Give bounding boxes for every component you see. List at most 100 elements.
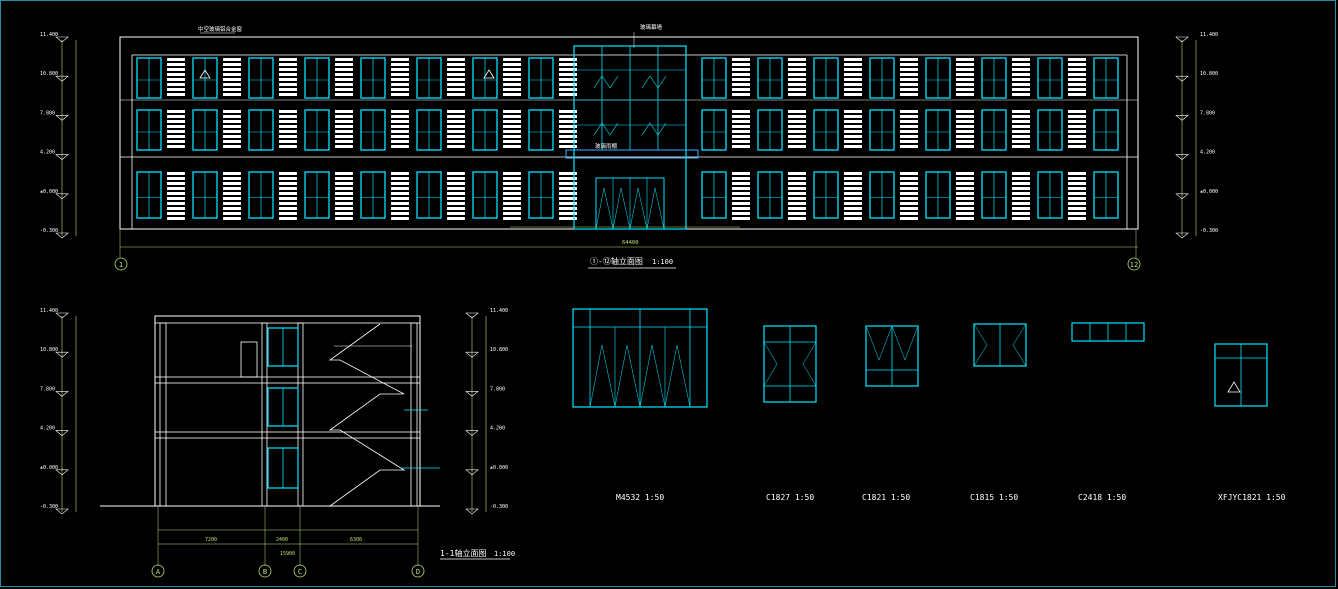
facade-louver — [223, 202, 241, 205]
level-triangle-icon — [465, 508, 479, 515]
level-triangle-icon — [1175, 115, 1189, 121]
facade-louver — [956, 140, 974, 143]
facade-louver — [844, 78, 862, 81]
facade-louver — [788, 177, 806, 180]
facade-louver — [900, 83, 918, 86]
level-triangle-icon — [55, 154, 69, 160]
facade-louver — [1068, 68, 1086, 71]
facade-louver — [279, 63, 297, 66]
facade-louver — [788, 83, 806, 86]
facade-louver — [223, 83, 241, 86]
facade-louver — [335, 88, 353, 91]
curtain-opening-mark — [641, 75, 667, 89]
roof-slab — [154, 315, 421, 324]
facade-louver — [279, 58, 297, 61]
section-dim-2: 2400 — [276, 537, 288, 543]
facade-louver — [1012, 207, 1030, 210]
facade-louver — [503, 73, 521, 76]
facade-louver — [788, 58, 806, 61]
facade-louver — [788, 212, 806, 215]
facade-louver — [900, 135, 918, 138]
facade-louver — [732, 207, 750, 210]
facade-louver — [1012, 83, 1030, 86]
detail-swing — [973, 323, 988, 367]
facade-louver — [447, 187, 465, 190]
facade-louver — [279, 110, 297, 113]
section-dim-1: 7200 — [205, 537, 217, 543]
facade-louver — [279, 187, 297, 190]
facade-louver — [732, 93, 750, 96]
facade-louver — [900, 145, 918, 148]
facade-louver — [732, 88, 750, 91]
facade-louver — [503, 145, 521, 148]
facade-louver — [335, 192, 353, 195]
facade-louver — [335, 187, 353, 190]
facade-louver — [956, 78, 974, 81]
facade-louver — [391, 177, 409, 180]
facade-louver — [167, 145, 185, 148]
facade-louver — [1012, 88, 1030, 91]
fire-escape-icon — [1227, 381, 1241, 393]
axis-label-12: 12 — [1130, 261, 1138, 269]
facade-louver — [559, 202, 577, 205]
facade-louver — [900, 110, 918, 113]
callout-canopy: 玻璃雨棚 — [595, 142, 618, 150]
facade-louver — [732, 68, 750, 71]
section-title: 1-1轴立面图 — [440, 548, 486, 558]
level-value: 11.400 — [40, 32, 58, 38]
facade-louver — [391, 187, 409, 190]
facade-louver — [559, 83, 577, 86]
facade-louver — [559, 145, 577, 148]
facade-louver — [1012, 172, 1030, 175]
facade-louver — [447, 73, 465, 76]
facade-louver — [391, 125, 409, 128]
facade-louver — [900, 212, 918, 215]
facade-louver — [335, 110, 353, 113]
facade-louver — [447, 58, 465, 61]
facade-louver — [167, 58, 185, 61]
facade-louver — [503, 68, 521, 71]
facade-louver — [732, 83, 750, 86]
facade-louver — [1068, 202, 1086, 205]
facade-louver — [335, 83, 353, 86]
facade-louver — [844, 115, 862, 118]
facade-louver — [167, 177, 185, 180]
facade-louver — [447, 115, 465, 118]
facade-louver — [732, 120, 750, 123]
facade-louver — [503, 58, 521, 61]
facade-louver — [1068, 120, 1086, 123]
level-value: 7.800 — [40, 110, 55, 116]
facade-louver — [956, 120, 974, 123]
facade-louver — [788, 145, 806, 148]
detail-swing — [589, 344, 641, 408]
facade-louver — [844, 192, 862, 195]
facade-louver — [503, 130, 521, 133]
facade-louver — [335, 68, 353, 71]
facade-louver — [167, 68, 185, 71]
facade-louver — [788, 217, 806, 220]
axis-bubble-1 — [114, 257, 128, 271]
facade-louver — [279, 125, 297, 128]
axis-label: C — [298, 568, 302, 576]
facade-louver — [447, 177, 465, 180]
facade-louver — [447, 110, 465, 113]
facade-louver — [167, 217, 185, 220]
facade-louver — [788, 110, 806, 113]
facade-louver — [559, 63, 577, 66]
facade-louver — [559, 207, 577, 210]
facade-louver — [223, 192, 241, 195]
facade-louver — [223, 187, 241, 190]
facade-louver — [844, 83, 862, 86]
facade-louver — [279, 192, 297, 195]
facade-louver — [900, 172, 918, 175]
facade-louver — [956, 135, 974, 138]
facade-louver — [279, 78, 297, 81]
window-label: M4532 1:50 — [616, 493, 664, 502]
facade-louver — [279, 88, 297, 91]
facade-louver — [223, 110, 241, 113]
facade-louver — [844, 120, 862, 123]
facade-louver — [335, 177, 353, 180]
facade-louver — [279, 68, 297, 71]
facade-louver — [788, 120, 806, 123]
